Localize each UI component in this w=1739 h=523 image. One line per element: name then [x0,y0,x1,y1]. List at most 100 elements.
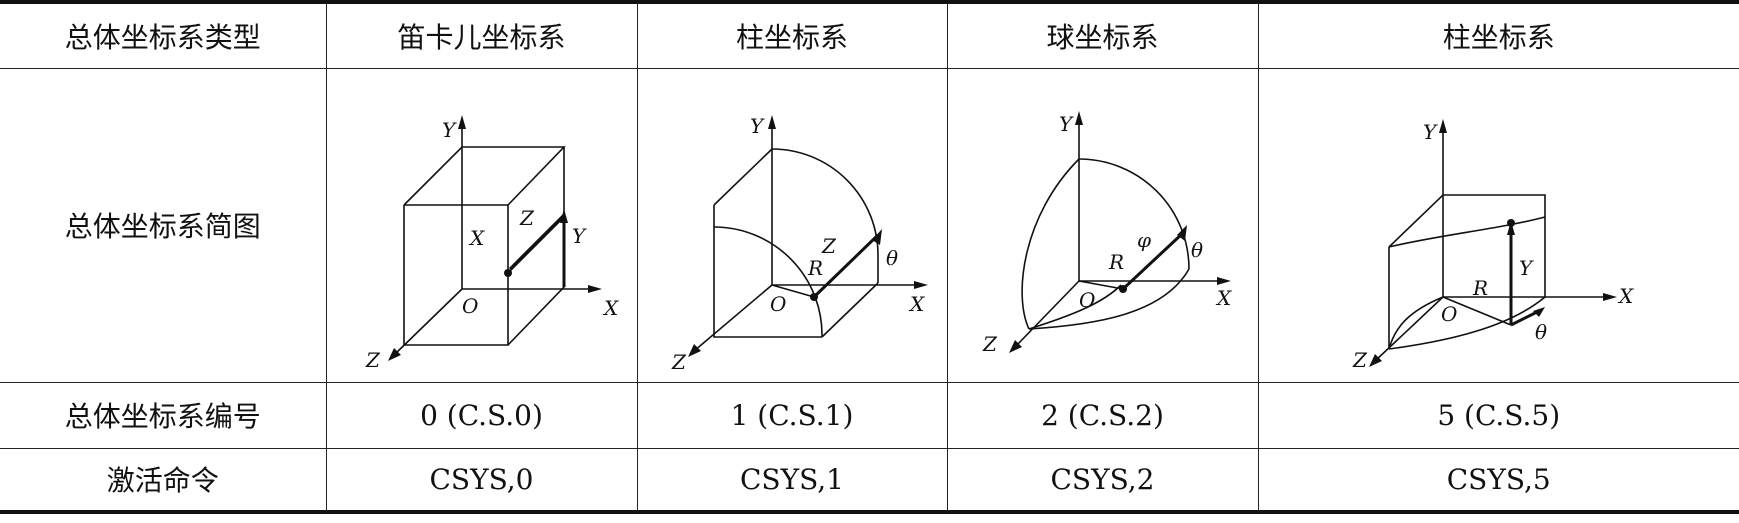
radius-line [1442,296,1512,326]
z-axis-label: Z [365,348,381,372]
point-z-label: Z [821,234,837,258]
front-arc [713,226,823,338]
radius-label: R [1108,250,1124,274]
theta-arrow [1532,307,1545,317]
cylindrical-1-diagram-cell: Y X Z O R Z [636,67,948,383]
point-y-label: Y [572,224,587,248]
z-axis [1374,296,1444,362]
x-axis-label: X [1215,286,1232,310]
z-axis-label: Z [982,332,998,356]
origin-label: O [462,294,478,318]
x-axis-label: X [908,292,925,316]
header-type: 总体坐标系类型 [0,0,327,69]
x-axis-label: X [1617,284,1634,308]
diagram-row: 总体坐标系简图 Y X Z O [0,67,1739,383]
cartesian-diagram-cell: Y X Z O X [325,67,638,383]
radius-line [1078,280,1123,290]
command-row: 激活命令 CSYS,0 CSYS,1 CSYS,2 CSYS,5 [0,447,1739,514]
x-axis-arrow [914,281,928,289]
bottom-edge [821,282,879,338]
z-axis-label: Z [671,350,687,374]
theta-vector [1510,309,1540,327]
point-z-label: Z [519,206,535,230]
x-axis-arrow [1602,293,1617,301]
x-axis-arrow [587,285,602,293]
z-axis-arrow [1008,340,1022,353]
front-outline [713,205,822,338]
point-y-arrow [1506,221,1515,235]
row-label-command: 激活命令 [0,447,327,514]
point-guide [506,216,565,274]
top-edge [713,148,773,206]
meridian [1028,284,1122,330]
left-arc [1020,158,1080,330]
number-spherical: 2 (C.S.2) [946,381,1259,449]
number-cartesian: 0 (C.S.0) [325,381,638,449]
command-cartesian: CSYS,0 [325,447,638,514]
theta-arrow [1176,225,1187,241]
cylindrical-1-diagram: Y X Z O R Z [671,114,928,374]
cylindrical-5-diagram-cell: Y X Z O R [1257,67,1739,383]
number-cylindrical-1: 1 (C.S.1) [636,381,948,449]
origin-label: O [1441,302,1457,326]
header-spherical: 球坐标系 [946,0,1259,69]
x-axis-arrow [1216,277,1231,285]
point-z-vector [510,213,565,269]
z-axis [1013,280,1080,348]
radius-line [771,284,815,298]
y-axis-label: Y [750,114,765,138]
bottom-arc [1388,296,1546,350]
z-axis-label: Z [1352,348,1368,372]
number-row: 总体坐标系编号 0 (C.S.0) 1 (C.S.1) 2 (C.S.2) 5 … [0,381,1739,449]
top-back-outline [1388,194,1546,297]
cube-front [402,204,509,346]
top-arc [771,148,879,256]
z-axis-arrow [688,344,701,357]
header-row: 总体坐标系类型 笛卡儿坐标系 柱坐标系 球坐标系 柱坐标系 [0,0,1739,69]
origin-label: O [770,292,786,316]
radius-label: R [1472,276,1488,300]
point-z-vector [812,233,880,299]
cube-top [402,146,566,206]
theta-label: θ [1191,238,1203,262]
number-cylindrical-5: 5 (C.S.5) [1257,381,1739,449]
x-axis-label: X [602,296,619,320]
y-axis-arrow [768,115,776,129]
header-cartesian: 笛卡儿坐标系 [325,0,638,69]
header-cylindrical-1: 柱坐标系 [636,0,948,69]
origin-label: O [1079,288,1095,312]
radius-label: R [807,256,823,280]
header-cylindrical-5: 柱坐标系 [1257,0,1739,69]
theta-label: θ [1535,320,1547,344]
point-marker [1506,219,1515,227]
point-y-label: Y [1519,256,1534,280]
theta-label: θ [886,246,898,270]
theta-arrow [872,229,882,245]
cylindrical-5-diagram: Y X Z O R [1352,119,1634,372]
spherical-diagram: Y X Z O R φ θ [982,111,1232,356]
top-arc [1388,216,1545,248]
row-label-number: 总体坐标系编号 [0,381,327,449]
phi-label: φ [1137,228,1151,252]
z-axis [392,288,463,356]
y-axis-label: Y [1423,120,1438,144]
command-spherical: CSYS,2 [946,447,1259,514]
y-axis-label: Y [442,118,457,142]
command-cylindrical-5: CSYS,5 [1257,447,1739,514]
y-axis-arrow [1074,111,1083,125]
y-axis-arrow [1438,119,1447,133]
base-line [1387,296,1444,350]
point-x-label: X [468,226,485,250]
spherical-diagram-cell: Y X Z O R φ θ [946,67,1259,383]
command-cylindrical-1: CSYS,1 [636,447,948,514]
y-axis-label: Y [1059,112,1074,136]
row-label-diagram: 总体坐标系简图 [0,67,327,383]
point-link [508,265,513,271]
z-axis-arrow [1368,354,1382,367]
bottom-arc [1028,268,1190,330]
phi-vector [1121,231,1184,291]
z-axis-arrow [387,348,401,361]
y-axis-arrow [457,115,466,129]
z-axis [693,284,773,352]
